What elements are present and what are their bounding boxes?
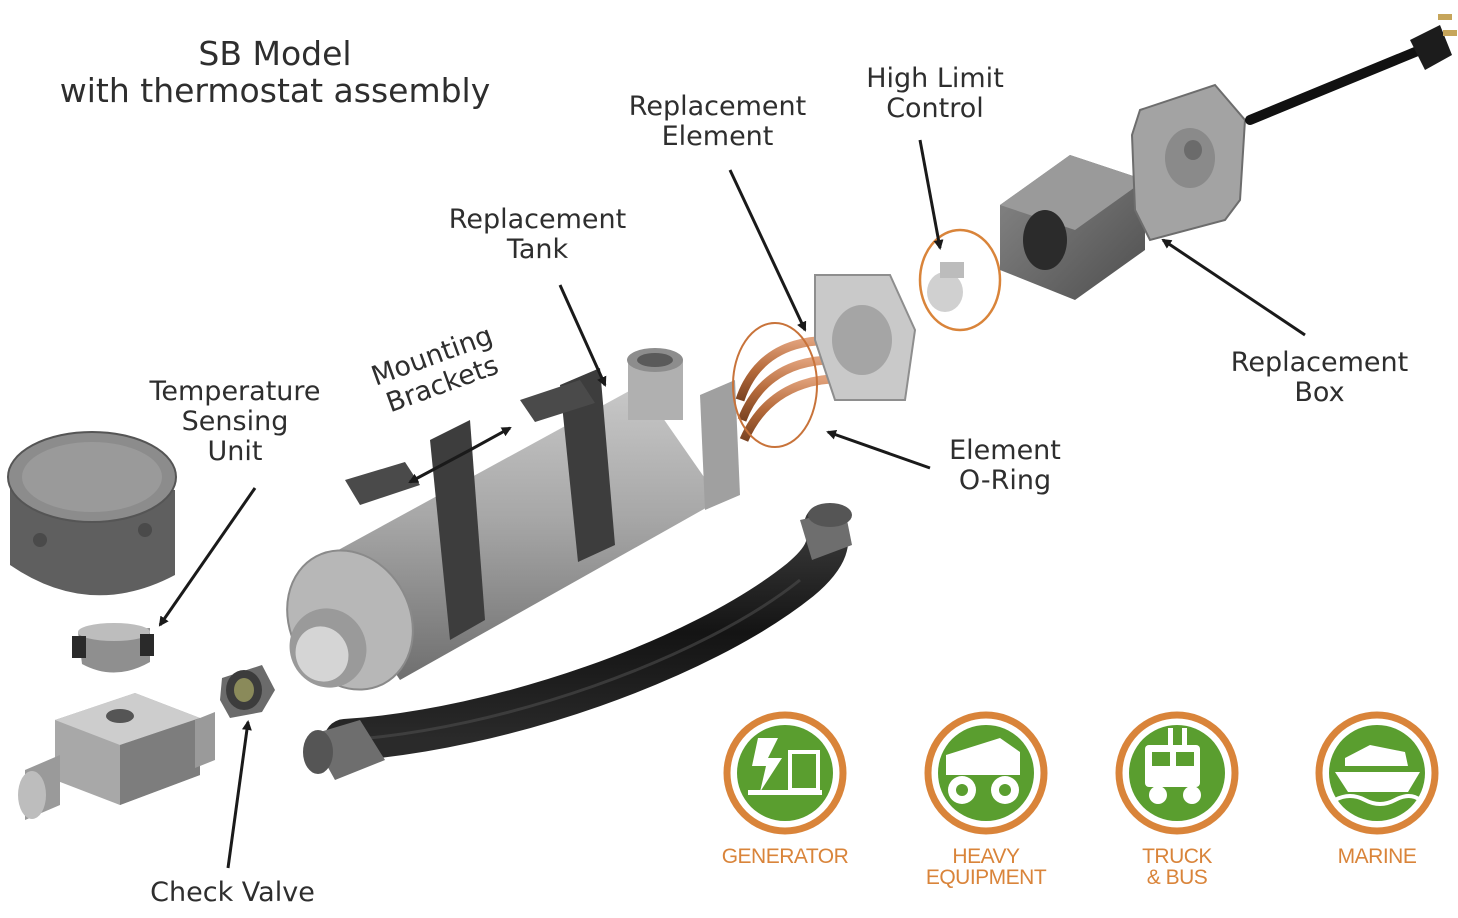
- arrow-replacement-box: [1161, 238, 1306, 337]
- check-valve-body: [18, 693, 215, 820]
- industry-label-marine: MARINE: [1337, 845, 1417, 868]
- label-check-valve: Check Valve: [150, 877, 315, 908]
- sensor-clip: [72, 623, 154, 673]
- arrow-replacement-element: [728, 169, 807, 332]
- arrow-mounting-brackets-b: [469, 426, 512, 452]
- diagram-title: SB Model with thermostat assembly: [40, 34, 510, 110]
- industry-label-heavy-equipment: HEAVY EQUIPMENT: [925, 845, 1047, 889]
- label-replacement-tank: Replacement Tank: [448, 204, 627, 266]
- heater-tank: [286, 348, 740, 691]
- high-limit-control: [918, 228, 1002, 332]
- label-replacement-element: Replacement Element: [628, 91, 807, 153]
- replacement-box: [1000, 155, 1145, 300]
- arrow-element-oring: [826, 429, 931, 470]
- cover-plate: [1130, 83, 1247, 242]
- industry-label-truck-bus: TRUCK & BUS: [1142, 845, 1212, 889]
- label-temperature-sensing-unit: Temperature Sensing Unit: [149, 376, 321, 468]
- arrow-replacement-tank: [558, 284, 607, 387]
- industry-label-generator: GENERATOR: [721, 845, 849, 868]
- arrow-temperature-sensing: [158, 487, 257, 627]
- element-flange: [814, 274, 917, 401]
- arrow-high-limit: [918, 139, 944, 250]
- label-element-o-ring: Element O-Ring: [949, 435, 1061, 497]
- power-cord: [1245, 14, 1457, 125]
- coolant-hose: [303, 503, 852, 780]
- label-high-limit-control: High Limit Control: [866, 63, 1004, 125]
- check-valve-nut: [220, 665, 275, 718]
- arrow-mounting-brackets-a: [408, 448, 471, 484]
- title-line-1: SB Model: [198, 34, 352, 73]
- boat-icon: [1334, 745, 1422, 806]
- badge-heavy-equipment: [924, 711, 1048, 835]
- semi-truck-icon: [1145, 728, 1201, 804]
- badge-generator: [723, 711, 847, 835]
- title-line-2: with thermostat assembly: [59, 70, 491, 110]
- badge-truck-bus: [1115, 711, 1239, 835]
- junction-box: [7, 431, 177, 596]
- callout-arrows: [158, 139, 1306, 869]
- badge-marine: [1315, 711, 1439, 835]
- generator-icon: [748, 738, 822, 795]
- dump-truck-icon: [946, 738, 1020, 804]
- label-replacement-box: Replacement Box: [1230, 347, 1409, 409]
- arrow-check-valve: [226, 720, 252, 869]
